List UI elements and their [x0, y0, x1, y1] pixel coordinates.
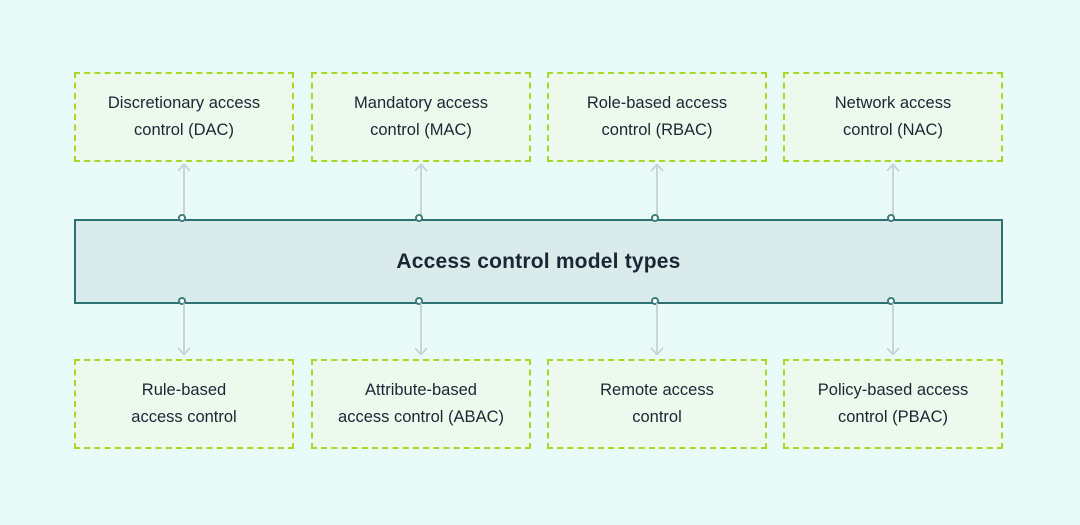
node-rule-based: Rule-based access control: [74, 359, 294, 449]
port-bottom-remote-icon: [651, 297, 659, 305]
node-nac-label-line2: control (NAC): [843, 121, 943, 139]
node-nac: Network access control (NAC): [783, 72, 1003, 162]
connector-up-mac-arrow-icon: [414, 163, 428, 216]
connector-down-pbac-arrow-icon: [886, 303, 900, 356]
node-rule-based-label-line1: Rule-based: [141, 381, 227, 399]
connector-up-rbac-arrow-icon: [650, 163, 664, 216]
node-abac-label-line2: access control (ABAC): [338, 408, 504, 426]
connector-down-remote-arrow-icon: [650, 303, 664, 356]
connector-down-abac-arrow-icon: [414, 303, 428, 356]
node-dac-label-line2: control (DAC): [134, 121, 234, 139]
node-mac: Mandatory access control (MAC): [311, 72, 531, 162]
node-pbac-label-line1: Policy-based access: [817, 381, 969, 399]
node-remote-access: Remote access control: [547, 359, 767, 449]
node-mac-label-line1: Mandatory access: [354, 94, 488, 112]
port-top-mac-icon: [415, 214, 423, 222]
port-top-dac-icon: [178, 214, 186, 222]
port-bottom-pbac-icon: [887, 297, 895, 305]
connector-up-nac-arrow-icon: [886, 163, 900, 216]
node-remote-access-label-line2: control: [632, 408, 682, 426]
node-rbac: Role-based access control (RBAC): [547, 72, 767, 162]
node-rbac-label-line1: Role-based access: [586, 94, 728, 112]
connector-up-dac-arrow-icon: [177, 163, 191, 216]
node-remote-access-label-line1: Remote access: [600, 381, 714, 399]
connector-down-rule-based-arrow-icon: [177, 303, 191, 356]
port-top-rbac-icon: [651, 214, 659, 222]
center-node-access-control-model-types: Access control model types: [74, 219, 1003, 304]
node-abac-label-line1: Attribute-based: [365, 381, 477, 399]
node-pbac: Policy-based access control (PBAC): [783, 359, 1003, 449]
node-abac: Attribute-based access control (ABAC): [311, 359, 531, 449]
center-node-title: Access control model types: [396, 249, 681, 273]
port-bottom-rule-based-icon: [178, 297, 186, 305]
node-rbac-label-line2: control (RBAC): [601, 121, 713, 139]
node-nac-label-line1: Network access: [834, 94, 952, 112]
port-bottom-abac-icon: [415, 297, 423, 305]
node-dac: Discretionary access control (DAC): [74, 72, 294, 162]
node-pbac-label-line2: control (PBAC): [837, 408, 949, 426]
node-rule-based-label-line2: access control: [131, 408, 237, 426]
port-top-nac-icon: [887, 214, 895, 222]
node-mac-label-line2: control (MAC): [370, 121, 472, 139]
node-dac-label-line1: Discretionary access: [107, 94, 261, 112]
